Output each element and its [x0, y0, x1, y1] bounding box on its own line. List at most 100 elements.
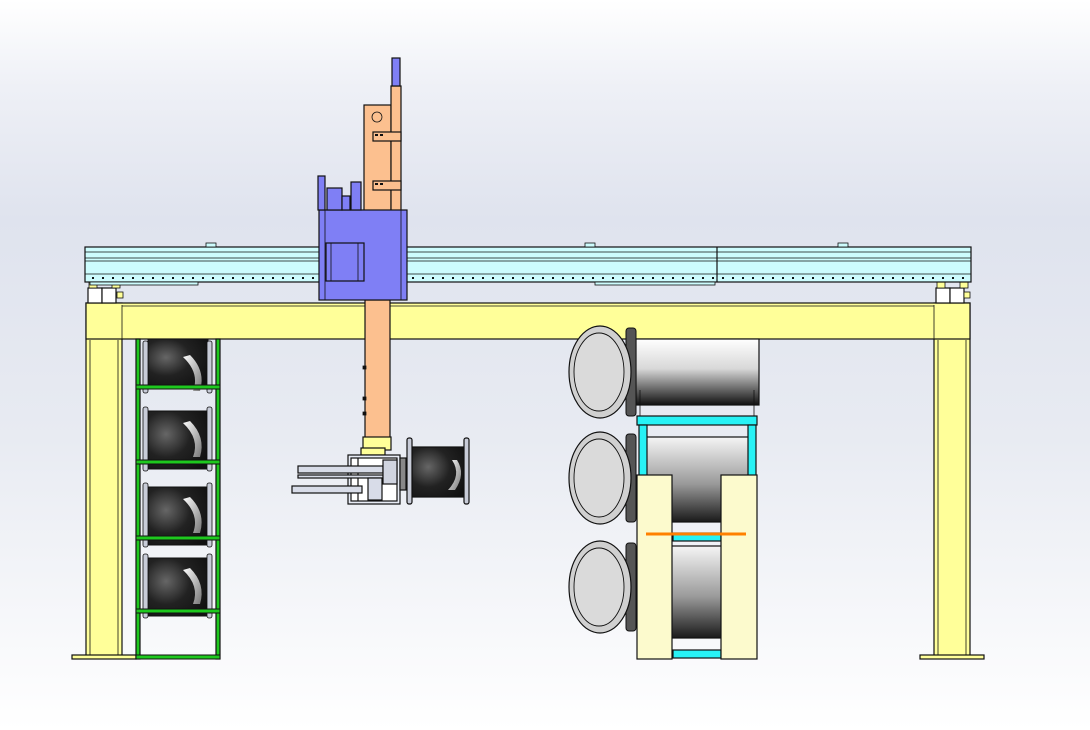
rail-bolt: [922, 277, 924, 279]
rail-bolt: [452, 277, 454, 279]
rail-bolt: [472, 277, 474, 279]
rack-shelf: [135, 535, 221, 541]
rail-bolt: [892, 277, 894, 279]
rail-bolt: [462, 277, 464, 279]
reel-drum-top: [635, 338, 760, 418]
rail-bolt: [102, 277, 104, 279]
rail-bolt: [122, 277, 124, 279]
rack-spool: [142, 406, 213, 472]
rail-bolt: [612, 277, 614, 279]
reel-flange: [568, 540, 637, 634]
rack-spool: [142, 338, 213, 394]
linear-rail: [84, 242, 972, 286]
rail-bolt: [282, 277, 284, 279]
rail-bolt: [632, 277, 634, 279]
rail-bolt: [592, 277, 594, 279]
spool-rack: [135, 338, 221, 660]
rail-bolt: [962, 277, 964, 279]
rail-bolt: [742, 277, 744, 279]
reel-holder-right: [720, 474, 758, 660]
vertical-axis: [362, 57, 402, 451]
rail-bolt: [822, 277, 824, 279]
rack-shelf: [135, 384, 221, 390]
rail-bolt: [502, 277, 504, 279]
rail-bolt: [292, 277, 294, 279]
rail-bolt: [92, 277, 94, 279]
rail-bolt: [302, 277, 304, 279]
carriage: [317, 175, 408, 301]
rail-bolt: [732, 277, 734, 279]
rail-bolt: [702, 277, 704, 279]
rail-bolt: [882, 277, 884, 279]
rail-bolt: [952, 277, 954, 279]
rail-bolt: [152, 277, 154, 279]
rail-bolt: [512, 277, 514, 279]
top-motor: [391, 57, 401, 87]
top-beam: [85, 302, 971, 340]
rail-bolt: [272, 277, 274, 279]
rail-bolt: [242, 277, 244, 279]
rail-bolt: [812, 277, 814, 279]
reel-flange: [568, 325, 637, 419]
reel-flange: [568, 431, 637, 525]
rail-bolt: [132, 277, 134, 279]
rail-bolt: [602, 277, 604, 279]
rail-bolt: [902, 277, 904, 279]
rail-bolt: [582, 277, 584, 279]
rail-bolt: [252, 277, 254, 279]
left-post: [85, 302, 123, 659]
right-foot-plate: [919, 654, 985, 660]
rail-bolt: [532, 277, 534, 279]
rail-bolt: [492, 277, 494, 279]
held-spool: [406, 437, 470, 505]
rack-shelf: [135, 608, 221, 614]
rail-bolt: [712, 277, 714, 279]
rail-bolt: [782, 277, 784, 279]
rail-bolt: [912, 277, 914, 279]
rack-shelf: [135, 654, 221, 660]
reel-stack: [568, 325, 760, 660]
rail-bolt: [842, 277, 844, 279]
rail-bolt: [162, 277, 164, 279]
gantry-frame: [71, 281, 985, 660]
rail-bolt: [802, 277, 804, 279]
rail-bolt: [772, 277, 774, 279]
rail-bolt: [662, 277, 664, 279]
rail-bolt: [692, 277, 694, 279]
rail-bolt: [232, 277, 234, 279]
rail-bolt: [262, 277, 264, 279]
rail-bolt: [672, 277, 674, 279]
rail-bolt: [432, 277, 434, 279]
rail-bolt: [222, 277, 224, 279]
rail-bolt: [482, 277, 484, 279]
rail-bolt: [862, 277, 864, 279]
rail-bolt: [522, 277, 524, 279]
rail-bolt: [572, 277, 574, 279]
rail-bolt: [642, 277, 644, 279]
rail-bolt: [852, 277, 854, 279]
rack-spool: [142, 482, 213, 548]
right-post: [933, 302, 971, 659]
left-foot-plate: [71, 654, 137, 660]
rail-bolt: [172, 277, 174, 279]
rail-bolt: [422, 277, 424, 279]
rail-bolt: [752, 277, 754, 279]
rack-spool: [142, 553, 213, 619]
rail-bolt: [722, 277, 724, 279]
rail-bolt: [412, 277, 414, 279]
rail-bolt: [552, 277, 554, 279]
right-rail-support: [935, 281, 971, 304]
rail-bolt: [182, 277, 184, 279]
rail-bolt: [942, 277, 944, 279]
rail-bolt: [312, 277, 314, 279]
rail-bolt: [112, 277, 114, 279]
rail-bolt: [212, 277, 214, 279]
reel-holder-left: [636, 474, 673, 660]
rail-bolt: [792, 277, 794, 279]
rail-bolt: [202, 277, 204, 279]
rail-bolt: [832, 277, 834, 279]
rail-bolt: [932, 277, 934, 279]
rack-shelf: [135, 459, 221, 465]
